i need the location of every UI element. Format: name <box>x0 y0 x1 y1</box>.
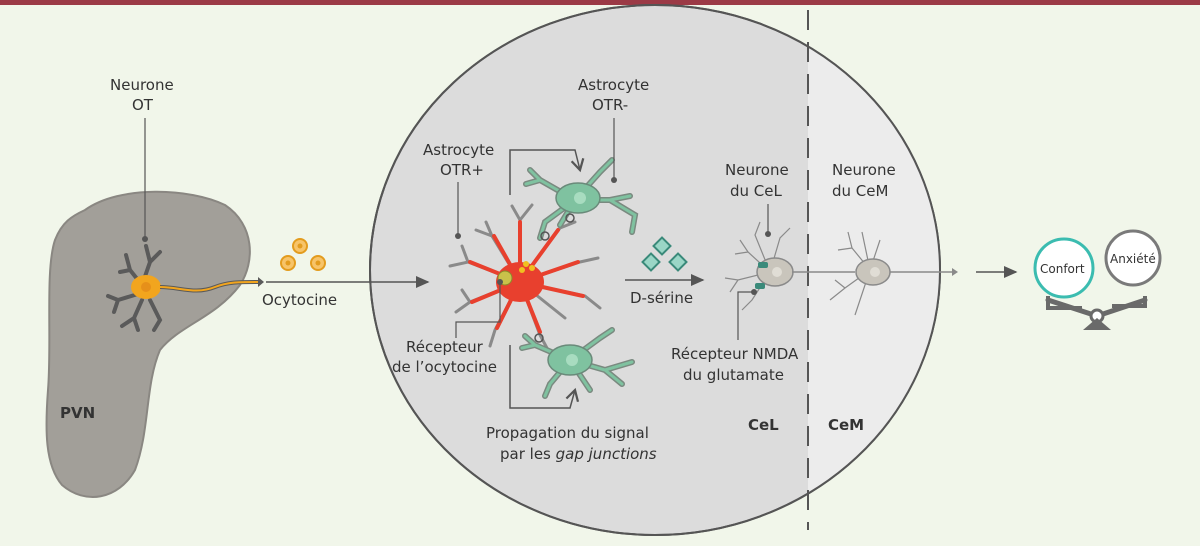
astrocyte-otr-minus-upper <box>523 157 639 241</box>
pvn-region <box>45 190 251 498</box>
recepteur-leader <box>455 282 501 338</box>
cel-region-label: CeL <box>748 416 779 434</box>
propagation-label-2a: par les <box>500 445 556 463</box>
neurone-cel-label-2: du CeL <box>730 182 782 200</box>
nmda-leader <box>737 291 752 340</box>
neurone-cem-label-1: Neurone <box>832 161 896 179</box>
neurone-cel-leader-dot <box>765 231 771 237</box>
propagation-arrow-lower <box>509 345 580 409</box>
amygdala-oval-outline <box>369 4 941 536</box>
propagation-label-2b: gap junctions <box>556 445 657 463</box>
neurone-cem-label-2: du CeM <box>832 182 888 200</box>
top-rule <box>0 0 1200 5</box>
propagation-label-2: par les gap junctions <box>500 445 657 463</box>
astro-pos-label-1: Astrocyte <box>423 141 494 159</box>
astro-pos-label-2: OTR+ <box>440 161 484 179</box>
astro-neg-label-1: Astrocyte <box>578 76 649 94</box>
recepteur-label-1: Récepteur <box>406 338 484 356</box>
anxiete-label: Anxiété <box>1110 252 1156 266</box>
confort-label: Confort <box>1040 262 1085 276</box>
astro-pos-leader-dot <box>455 233 461 239</box>
ocytocine-label: Ocytocine <box>262 291 337 309</box>
astro-neg-label-2: OTR- <box>592 96 628 114</box>
neurone-cel-label-1: Neurone <box>725 161 789 179</box>
dserine-molecules-icon <box>641 236 688 272</box>
cel-neuron <box>724 221 855 311</box>
neurone-ot-label-1: Neurone <box>110 76 174 94</box>
cem-region-label: CeM <box>828 416 864 434</box>
nmda-label-1: Récepteur NMDA <box>671 345 799 363</box>
dserine-label: D-sérine <box>630 289 693 307</box>
ot-neuron <box>106 244 264 332</box>
pvn-label: PVN <box>60 404 95 422</box>
balance-scale-icon <box>1033 229 1162 330</box>
nmda-leader-dot <box>751 289 757 295</box>
neurone-ot-label-2: OT <box>132 96 154 114</box>
recepteur-label-2: de l’ocytocine <box>392 358 497 376</box>
astro-neg-leader-dot <box>611 177 617 183</box>
nmda-label-2: du glutamate <box>683 366 784 384</box>
ocytocine-molecules-icon <box>280 238 326 271</box>
astrocyte-otr-plus <box>448 203 602 352</box>
recepteur-leader-dot <box>497 279 503 285</box>
astrocyte-otr-minus-lower <box>519 327 635 399</box>
neurone-ot-leader-dot <box>142 236 148 242</box>
propagation-label-1: Propagation du signal <box>486 424 649 442</box>
cem-neuron <box>829 231 958 316</box>
propagation-arrow-upper <box>509 149 585 195</box>
